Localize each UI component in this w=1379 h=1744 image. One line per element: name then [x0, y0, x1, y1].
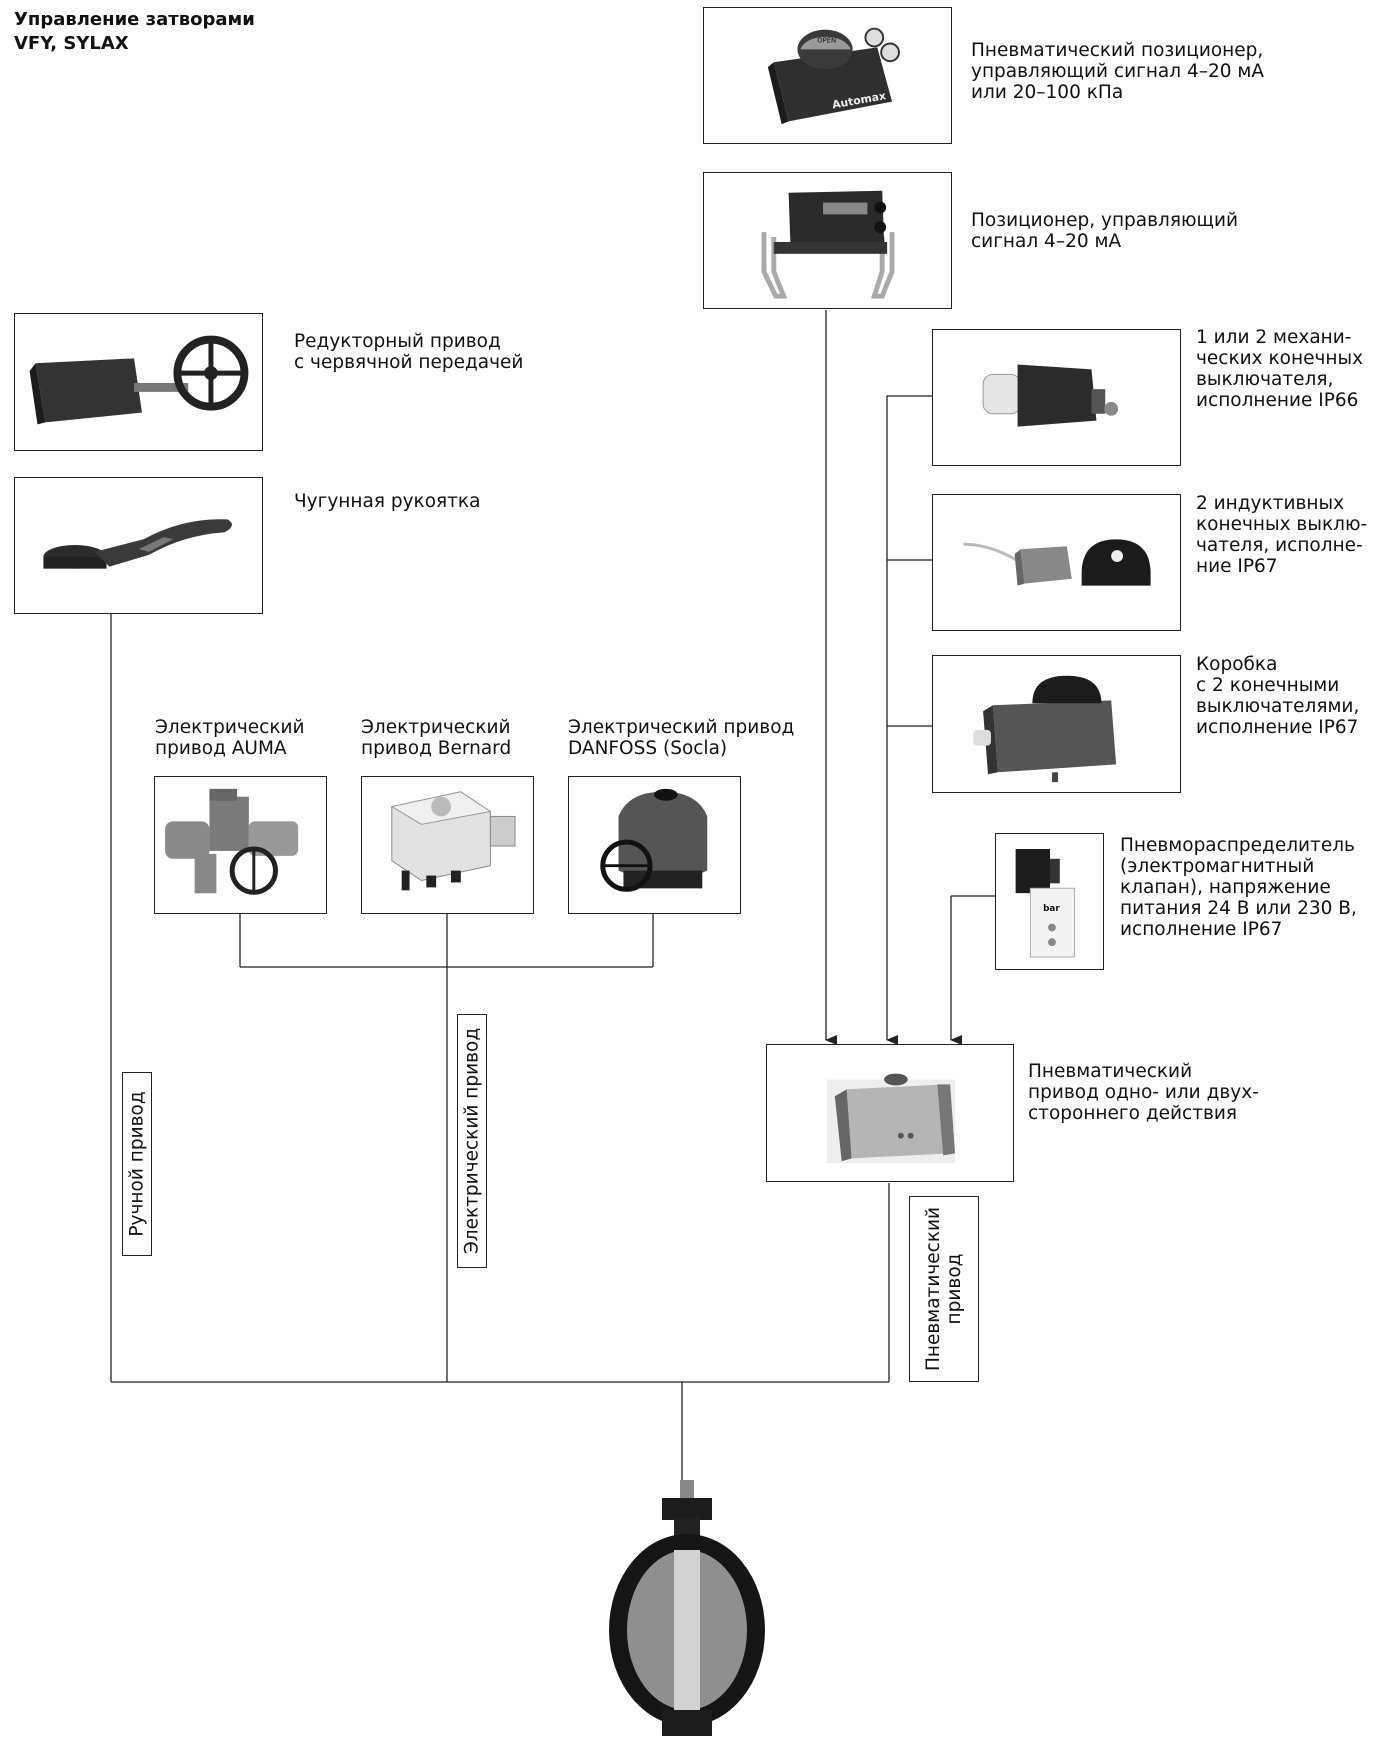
- solenoid-valve-icon: bar: [1015, 848, 1076, 958]
- electric-drive-label: Электрический привод: [457, 1014, 487, 1268]
- bernard-image-box: [361, 776, 534, 914]
- positioner-icon: [761, 190, 895, 299]
- auma-image-box: [154, 776, 327, 914]
- danfoss-image-box: [568, 776, 741, 914]
- switch-box-image-box: [932, 655, 1181, 793]
- positioner-image-box: [703, 172, 952, 309]
- pneumatic-positioner-icon: OPEN Automax: [767, 27, 900, 125]
- mech-limit-switch-icon: [982, 364, 1119, 427]
- cast-iron-handle-image-box: [14, 477, 263, 614]
- inductive-switch-caption: 2 индуктивных конечных выклю- чателя, ис…: [1196, 493, 1368, 577]
- title-line-2: VFY, SYLAX: [14, 33, 129, 54]
- mech-limit-switch-caption: 1 или 2 механи- ческих конечных выключат…: [1196, 327, 1364, 411]
- svg-text:bar: bar: [1043, 904, 1060, 914]
- diagram-title: Управление затворами VFY, SYLAX: [14, 8, 255, 56]
- manual-drive-label: Ручной привод: [122, 1072, 152, 1256]
- pneumatic-actuator-icon: [826, 1073, 956, 1164]
- inductive-switch-icon: [963, 539, 1151, 586]
- auma-caption: Электрический привод AUMA: [155, 717, 305, 759]
- pneumatic-positioner-caption: Пневматический позиционер, управляющий с…: [971, 40, 1265, 103]
- danfoss-actuator-icon: [600, 788, 708, 892]
- solenoid-caption: Пневмораспределитель (электромагнитный к…: [1120, 835, 1357, 940]
- butterfly-valve-icon: [609, 1480, 765, 1736]
- positioner-caption: Позиционер, управляющий сигнал 4–20 мА: [971, 210, 1239, 252]
- auma-actuator-icon: [165, 788, 299, 895]
- bernard-caption: Электрический привод Bernard: [361, 717, 512, 759]
- switch-box-icon: [973, 675, 1117, 783]
- cast-iron-handle-caption: Чугунная рукоятка: [294, 491, 481, 512]
- title-line-1: Управление затворами: [14, 9, 255, 30]
- cast-iron-handle-icon: [43, 519, 232, 569]
- pneumatic-drive-label: Пневматический привод: [909, 1196, 979, 1382]
- mech-limit-switch-image-box: [932, 329, 1181, 466]
- svg-text:OPEN: OPEN: [817, 36, 836, 44]
- worm-gear-image-box: [14, 313, 263, 451]
- danfoss-caption: Электрический привод DANFOSS (Socla): [568, 717, 795, 759]
- worm-gear-caption: Редукторный привод с червячной передачей: [294, 331, 524, 373]
- pneumatic-actuator-caption: Пневматический привод одно- или двух- ст…: [1028, 1061, 1259, 1124]
- bernard-actuator-icon: [390, 791, 516, 891]
- worm-gear-icon: [29, 335, 249, 425]
- solenoid-image-box: bar: [995, 833, 1104, 970]
- inductive-switch-image-box: [932, 494, 1181, 631]
- switch-box-caption: Коробка с 2 конечными выключателями, исп…: [1196, 654, 1360, 738]
- pneumatic-positioner-image-box: OPEN Automax: [703, 7, 952, 144]
- pneumatic-actuator-image-box: [766, 1044, 1014, 1182]
